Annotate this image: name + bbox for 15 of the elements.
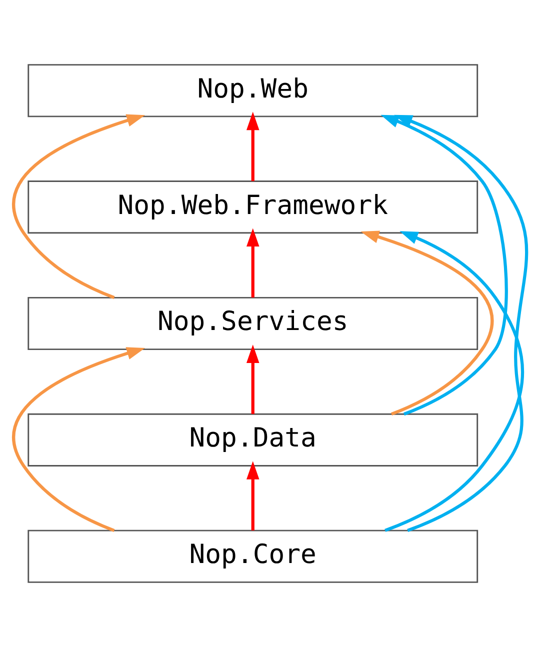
arrow [360,230,494,416]
arrow [12,347,146,532]
node-box: Nop.Data [28,413,478,466]
node-box: Nop.Services [28,296,478,350]
arrow [246,461,260,530]
arrow [246,344,260,414]
arrow [394,114,528,532]
arrow [12,114,146,300]
arrow [246,228,260,298]
arrow [246,112,260,182]
arrow [380,114,508,416]
node-box: Nop.Web [28,64,478,118]
arrow [384,231,524,532]
node-box: Nop.Web.Framework [28,180,478,234]
node-box: Nop.Core [28,530,478,583]
